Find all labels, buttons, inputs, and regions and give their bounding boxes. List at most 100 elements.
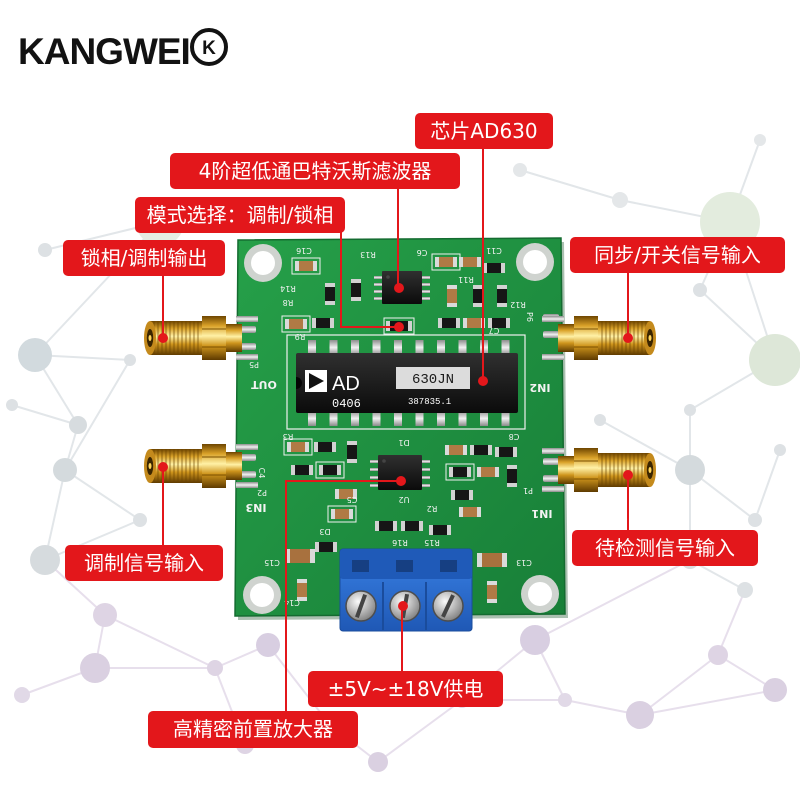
adi-logo-icon — [305, 370, 327, 392]
silk-label: R2 — [427, 504, 438, 513]
capacitor — [435, 257, 457, 267]
silk-label: R15 — [424, 538, 440, 547]
pcb-board: AD 0406 630JN 387835.1 C16 R13 C6 C11 R1… — [234, 237, 568, 632]
capacitor — [285, 549, 315, 563]
callout-dot — [623, 470, 633, 480]
chip-date-code: 0406 — [332, 397, 361, 411]
power-terminal-block — [339, 548, 473, 632]
resistor — [291, 465, 313, 475]
resistor — [319, 465, 341, 475]
silk-label-in2: IN2 — [530, 381, 551, 394]
resistor — [325, 283, 335, 305]
resistor — [315, 542, 337, 552]
capacitor — [459, 507, 481, 517]
mounting-hole — [516, 243, 554, 281]
mounting-hole — [521, 575, 559, 613]
logo-mark-circle — [190, 28, 228, 66]
resistor — [401, 521, 423, 531]
capacitor — [487, 581, 497, 603]
resistor — [470, 445, 492, 455]
silk-label: C13 — [516, 558, 532, 567]
resistor — [473, 285, 483, 307]
chip-lot-number: 387835.1 — [408, 397, 451, 407]
callout-preamplifier: 高精密前置放大器 — [148, 711, 358, 748]
resistor — [347, 441, 357, 463]
callout-line-mode — [340, 232, 398, 328]
resistor — [497, 285, 507, 307]
resistor — [495, 447, 517, 457]
chip-pins-bottom — [308, 411, 510, 426]
callout-power-supply: ±5V~±18V供电 — [308, 671, 503, 707]
callout-output: 锁相/调制输出 — [63, 240, 225, 276]
mounting-hole — [244, 244, 282, 282]
silk-label: R3 — [283, 432, 294, 441]
callout-sync-input: 同步/开关信号输入 — [570, 237, 785, 273]
logo-mark: K — [202, 38, 216, 59]
silk-label: C15 — [264, 558, 280, 567]
resistor — [449, 467, 471, 477]
callout-dot — [158, 333, 168, 343]
silk-label: P1 — [523, 486, 533, 495]
resistor — [429, 525, 451, 535]
callout-detect-input: 待检测信号输入 — [572, 530, 758, 566]
callout-mode-select: 模式选择：调制/锁相 — [135, 197, 345, 233]
callout-dots — [158, 283, 633, 611]
screw-icon — [432, 590, 464, 622]
resistor — [483, 263, 505, 273]
resistor — [451, 490, 473, 500]
silk-label: P5 — [249, 360, 259, 369]
silk-label: C4 — [257, 468, 266, 479]
callout-dot — [478, 376, 488, 386]
capacitor — [287, 442, 309, 452]
callout-line-preamp — [285, 480, 400, 711]
resistor — [312, 318, 334, 328]
silk-label-out: OUT — [251, 378, 277, 391]
capacitor — [285, 319, 307, 329]
silk-label: R11 — [458, 275, 474, 284]
silk-label: C14 — [284, 598, 300, 607]
silk-label: U2 — [399, 495, 410, 504]
silk-label: R14 — [280, 284, 296, 293]
capacitor — [463, 318, 485, 328]
callout-dot — [394, 283, 404, 293]
resistor — [375, 521, 397, 531]
callout-dot — [394, 322, 404, 332]
capacitor — [447, 285, 457, 307]
resistor — [351, 279, 361, 301]
callout-lines — [162, 148, 629, 711]
silk-label-in1: IN1 — [532, 507, 553, 520]
callout-chip-ad630: 芯片AD630 — [415, 113, 553, 149]
resistor — [314, 442, 336, 452]
filter-chip — [374, 271, 430, 304]
silk-label-in3: IN3 — [246, 501, 267, 514]
capacitor — [295, 261, 317, 271]
callout-dot — [396, 476, 406, 486]
capacitor — [477, 467, 499, 477]
capacitor — [331, 509, 353, 519]
silk-label: P2 — [257, 488, 267, 497]
silk-label: C8 — [509, 432, 520, 441]
brand-logo: KANGWEI K — [18, 28, 228, 72]
silk-label: R9 — [295, 332, 306, 341]
mounting-hole — [243, 576, 281, 614]
silk-label: C16 — [296, 246, 312, 255]
resistor — [438, 318, 460, 328]
capacitor — [445, 445, 467, 455]
silk-label: P6 — [525, 312, 534, 322]
logo-text: KANGWEI — [18, 31, 190, 72]
silk-label: C5 — [347, 495, 358, 504]
silk-label: D1 — [398, 438, 409, 447]
silk-label: R12 — [510, 300, 526, 309]
silk-label: C11 — [486, 246, 502, 255]
silk-label: R13 — [360, 250, 376, 259]
silk-label: D3 — [319, 527, 330, 536]
capacitor — [477, 553, 507, 567]
silk-label: C6 — [417, 248, 428, 257]
chip-brand: AD — [332, 373, 360, 395]
chip-part-number: 630JN — [412, 372, 454, 388]
silk-label: R8 — [283, 298, 294, 307]
callout-dot — [398, 601, 408, 611]
callout-dot — [158, 462, 168, 472]
